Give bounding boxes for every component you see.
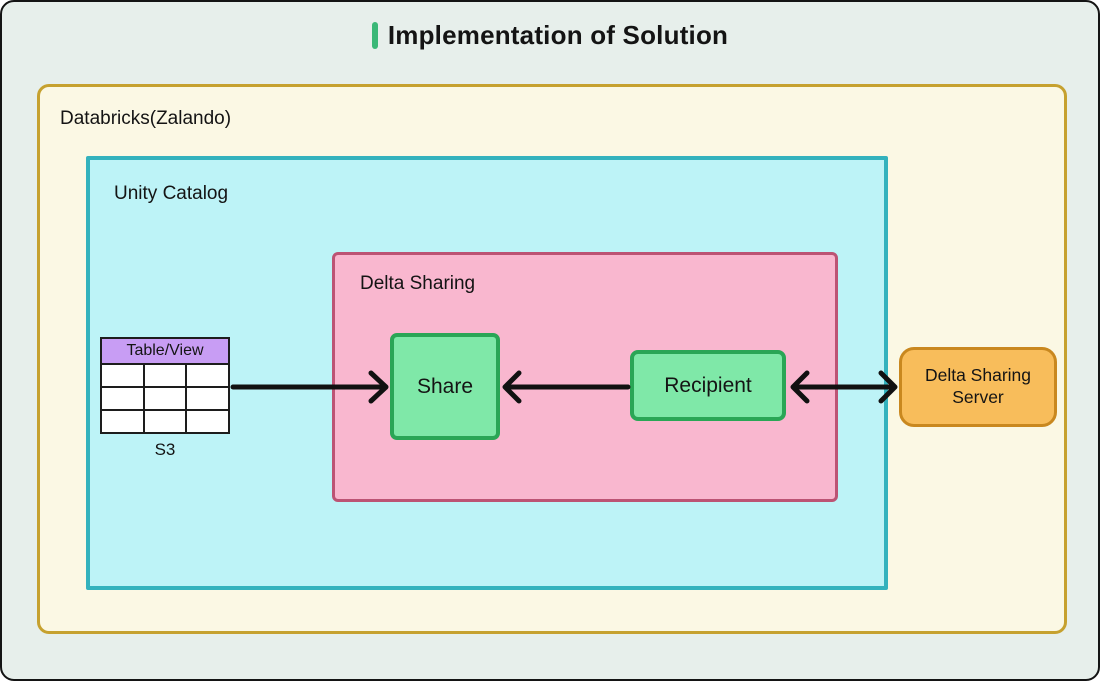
- table-view-grid: [100, 365, 230, 434]
- table-cell: [144, 388, 186, 409]
- share-node: Share: [390, 333, 500, 440]
- table-view-header: Table/View: [100, 337, 230, 365]
- table-cell: [187, 388, 228, 409]
- title-accent-bar: [371, 22, 378, 49]
- table-view-node: Table/View S3: [100, 337, 230, 460]
- delta-sharing-server-node: Delta Sharing Server: [899, 347, 1057, 427]
- table-cell: [144, 411, 186, 432]
- table-cell: [102, 411, 143, 432]
- unity-catalog-label: Unity Catalog: [114, 183, 229, 204]
- table-cell: [187, 365, 228, 386]
- title-text: Implementation of Solution: [387, 20, 729, 50]
- table-cell: [102, 388, 143, 409]
- table-cell: [187, 411, 228, 432]
- delta-sharing-label: Delta Sharing: [360, 273, 476, 294]
- table-cell: [144, 365, 186, 386]
- databricks-label: Databricks(Zalando): [60, 108, 232, 129]
- recipient-node: Recipient: [630, 350, 786, 421]
- page-title: Implementation of Solution: [2, 20, 1098, 51]
- s3-caption: S3: [154, 440, 176, 459]
- table-cell: [102, 365, 143, 386]
